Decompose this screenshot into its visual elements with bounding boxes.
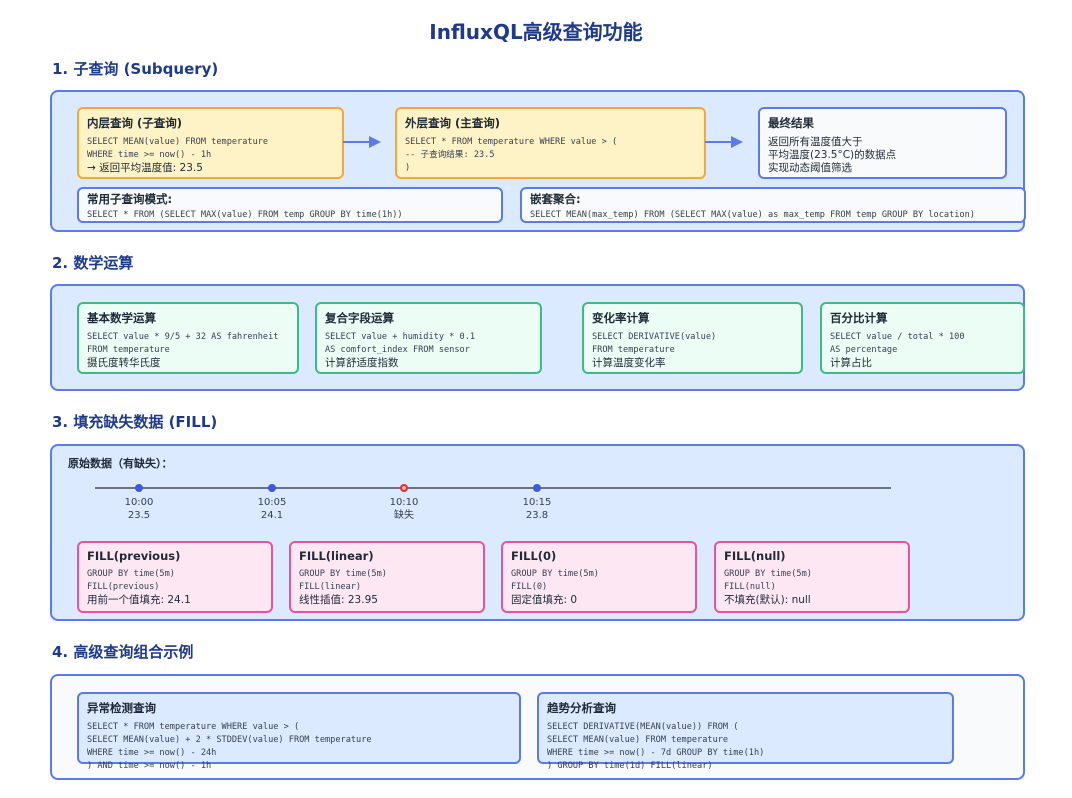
outer-query-title: 外层查询 (主查询) <box>405 116 501 130</box>
fill-card: FILL(previous) GROUP BY time(5m) FILL(prev… <box>77 541 273 613</box>
code-line: WHERE time >= now() - 7d GROUP BY time(1… <box>547 748 765 758</box>
code-line: SELECT MEAN(max_temp) FROM (SELECT MAX(v… <box>530 210 975 220</box>
code-line: SELECT * FROM temperature WHERE value > … <box>87 722 300 732</box>
card-desc: 计算占比 <box>830 357 872 369</box>
code-line: SELECT DERIVATIVE(MEAN(value)) FROM ( <box>547 722 739 732</box>
advanced-query-card: 趋势分析查询 SELECT DERIVATIVE(MEAN(value)) FRO… <box>537 692 954 771</box>
point-time: 10:15 <box>522 497 552 508</box>
inner-query-desc: → 返回平均温度值: 23.5 <box>87 162 203 174</box>
final-result-title: 最终结果 <box>768 116 814 130</box>
code-line: FILL(null) <box>724 582 776 592</box>
fill-card: FILL(linear) GROUP BY time(5m) FILL(linear… <box>289 541 485 613</box>
arrow-icon <box>705 136 743 148</box>
code-line: ) GROUP BY time(1d) FILL(linear) <box>547 761 713 771</box>
card-title: 基本数学运算 <box>87 311 156 325</box>
card-desc: 线性插值: 23.95 <box>299 594 378 606</box>
card-desc: 固定值填充: 0 <box>511 594 578 606</box>
card-title: 复合字段运算 <box>325 311 394 325</box>
code-line: SELECT * FROM (SELECT MAX(value) FROM te… <box>87 210 403 220</box>
pattern-title: 常用子查询模式: <box>87 192 173 206</box>
code-line: SELECT value + humidity * 0.1 <box>325 332 476 342</box>
card-desc: 摄氏度转华氏度 <box>87 357 161 369</box>
raw-data-label: 原始数据（有缺失）： <box>68 457 173 470</box>
code-line: SELECT DERIVATIVE(value) <box>592 332 717 342</box>
card-desc: 不填充(默认): null <box>724 594 811 606</box>
point-time: 10:10 <box>389 497 419 508</box>
card-title: 趋势分析查询 <box>547 701 616 715</box>
code-line: SELECT MEAN(value) + 2 * STDDEV(value) F… <box>87 735 372 745</box>
fill-card: FILL(null) GROUP BY time(5m) FILL(null) 不填充… <box>714 541 910 613</box>
final-result-card: 最终结果 返回所有温度值大于 平均温度(23.5°C)的数据点 实现动态阈值筛选 <box>758 107 1007 179</box>
result-line: 实现动态阈值筛选 <box>768 162 852 174</box>
math-card: 复合字段运算 SELECT value + humidity * 0.1 AS co… <box>315 302 542 374</box>
data-point <box>268 484 276 492</box>
card-desc: 计算舒适度指数 <box>325 357 399 369</box>
data-point-label: 10:05 24.1 <box>242 496 302 522</box>
math-card: 变化率计算 SELECT DERIVATIVE(value) FROM temper… <box>582 302 803 374</box>
code-line: FILL(linear) <box>299 582 362 592</box>
code-line: SELECT value / total * 100 <box>830 332 965 342</box>
fill-card: FILL(0) GROUP BY time(5m) FILL(0) 固定值填充: 0 <box>501 541 697 613</box>
code-line: AS percentage <box>830 345 898 355</box>
code-line: WHERE time >= now() - 24h <box>87 748 217 758</box>
timeline-axis <box>95 487 891 489</box>
inner-query-title: 内层查询 (子查询) <box>87 116 183 130</box>
section-title-advanced: 4. 高级查询组合示例 <box>52 643 194 661</box>
data-point-label: 10:15 23.8 <box>507 496 567 522</box>
code-line: -- 子查询结果: 23.5 <box>405 150 495 160</box>
point-value: 24.1 <box>260 510 284 521</box>
section-title-fill: 3. 填充缺失数据 (FILL) <box>52 413 218 431</box>
card-title: FILL(previous) <box>87 549 181 563</box>
code-line: SELECT value * 9/5 + 32 AS fahrenheit <box>87 332 279 342</box>
code-line: GROUP BY time(5m) <box>87 569 175 579</box>
code-line: GROUP BY time(5m) <box>511 569 599 579</box>
code-line: ) AND time >= now() - 1h <box>87 761 212 771</box>
code-line: GROUP BY time(5m) <box>299 569 387 579</box>
data-point-label: 10:00 23.5 <box>109 496 169 522</box>
nested-title: 嵌套聚合: <box>530 192 581 206</box>
math-card: 百分比计算 SELECT value / total * 100 AS percen… <box>820 302 1025 374</box>
code-line: SELECT * FROM temperature WHERE value > … <box>405 137 618 147</box>
page-title: InfluxQL高级查询功能 <box>429 20 643 44</box>
card-title: FILL(null) <box>724 549 786 563</box>
card-title: 百分比计算 <box>830 311 888 325</box>
code-line: FILL(0) <box>511 582 548 592</box>
point-time: 10:05 <box>257 497 287 508</box>
card-desc: 计算温度变化率 <box>592 357 666 369</box>
section-title-subquery: 1. 子查询 (Subquery) <box>52 60 219 78</box>
code-line: AS comfort_index FROM sensor <box>325 345 470 355</box>
code-line: SELECT MEAN(value) FROM temperature <box>87 137 269 147</box>
missing-data-point <box>400 484 408 492</box>
point-value: 23.5 <box>127 510 151 521</box>
nested-aggregation-card: 嵌套聚合: SELECT MEAN(max_temp) FROM (SELECT… <box>520 187 1026 223</box>
arrow-icon <box>343 136 381 148</box>
code-line: FILL(previous) <box>87 582 160 592</box>
data-point-label: 10:10 缺失 <box>374 496 434 522</box>
point-value: 23.8 <box>525 510 549 521</box>
point-value: 缺失 <box>394 510 414 521</box>
card-title: 异常检测查询 <box>87 701 156 715</box>
card-desc: 用前一个值填充: 24.1 <box>87 594 191 606</box>
code-line: GROUP BY time(5m) <box>724 569 812 579</box>
card-title: FILL(0) <box>511 549 557 563</box>
outer-query-card: 外层查询 (主查询) SELECT * FROM temperature WHE… <box>395 107 706 179</box>
code-line: WHERE time >= now() - 1h <box>87 150 212 160</box>
point-time: 10:00 <box>124 497 154 508</box>
card-title: FILL(linear) <box>299 549 374 563</box>
inner-query-card: 内层查询 (子查询) SELECT MEAN(value) FROM tempe… <box>77 107 344 179</box>
math-card: 基本数学运算 SELECT value * 9/5 + 32 AS fahrenh… <box>77 302 299 374</box>
pattern-card: 常用子查询模式: SELECT * FROM (SELECT MAX(value… <box>77 187 503 223</box>
code-line: FROM temperature <box>592 345 675 355</box>
code-line: FROM temperature <box>87 345 170 355</box>
result-line: 平均温度(23.5°C)的数据点 <box>768 149 897 161</box>
advanced-query-card: 异常检测查询 SELECT * FROM temperature WHERE va… <box>77 692 521 771</box>
data-point <box>135 484 143 492</box>
card-title: 变化率计算 <box>592 311 650 325</box>
data-point <box>533 484 541 492</box>
code-line: ) <box>405 163 411 173</box>
section-title-math: 2. 数学运算 <box>52 254 134 272</box>
code-line: SELECT MEAN(value) FROM temperature <box>547 735 729 745</box>
result-line: 返回所有温度值大于 <box>768 136 863 148</box>
